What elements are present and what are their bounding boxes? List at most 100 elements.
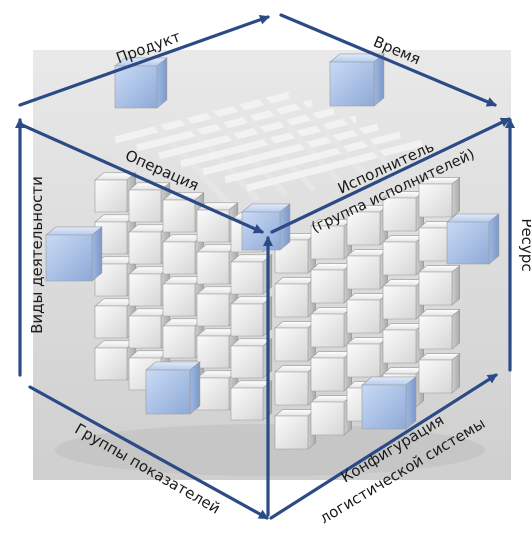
block-front	[128, 273, 162, 307]
block-side	[91, 226, 103, 282]
arrow-indicator-groups	[28, 385, 269, 520]
block-front	[230, 303, 264, 337]
grey-block	[274, 277, 317, 318]
cube-shadow	[55, 424, 485, 476]
grey-block	[230, 254, 273, 295]
block-front	[310, 357, 345, 392]
grey-block	[274, 409, 317, 450]
grey-block	[346, 249, 389, 290]
grey-block	[230, 338, 273, 379]
block-front	[310, 401, 345, 436]
label-activity-types: Виды деятельности	[28, 176, 46, 334]
cube-edge-arrows	[15, 13, 515, 520]
grey-block	[310, 395, 353, 436]
block-front	[382, 241, 417, 276]
block-side	[488, 213, 500, 265]
grey-block	[382, 279, 425, 320]
block-front	[196, 251, 230, 285]
block-front	[382, 285, 417, 320]
lattice-bar	[202, 123, 379, 176]
highlight-cube-left	[45, 226, 103, 282]
block-front	[145, 369, 191, 415]
block-side	[451, 265, 461, 306]
block-front	[310, 225, 345, 260]
grey-block	[274, 321, 317, 362]
block-front	[162, 325, 196, 359]
block-front	[162, 283, 196, 317]
highlight-cube-bottom-left	[145, 361, 201, 415]
grey-block	[230, 380, 273, 421]
highlight-cube-right	[446, 213, 500, 265]
lattice-bar	[114, 91, 291, 144]
top-lattice	[114, 85, 423, 208]
block-front	[274, 371, 309, 406]
block-side	[373, 53, 385, 107]
block-front	[418, 359, 453, 394]
block-front	[346, 255, 381, 290]
block-side	[156, 57, 168, 109]
block-front	[128, 315, 162, 349]
arrow-operation	[20, 123, 264, 234]
block-front	[361, 384, 407, 430]
block-front	[94, 305, 128, 339]
lattice-bar	[158, 107, 335, 160]
block-front	[94, 263, 128, 297]
block-side	[189, 361, 201, 415]
block-front	[382, 329, 417, 364]
grey-block	[310, 263, 353, 304]
block-front	[346, 299, 381, 334]
block-front	[274, 415, 309, 450]
block-front	[128, 231, 162, 265]
grey-block	[128, 224, 171, 265]
block-front	[274, 239, 309, 274]
lattice-bar	[287, 90, 373, 183]
block-front	[94, 347, 128, 381]
arrow-configuration	[269, 373, 498, 520]
block-front	[346, 343, 381, 378]
block-front	[196, 293, 230, 327]
lattice-bar	[246, 139, 423, 192]
block-side	[451, 177, 461, 218]
block-front	[114, 65, 158, 109]
block-front	[128, 189, 162, 223]
highlight-cube-bottom-right	[361, 376, 417, 430]
block-front	[196, 377, 230, 411]
block-front	[346, 211, 381, 246]
grey-block	[418, 265, 461, 306]
block-front	[274, 327, 309, 362]
block-front	[329, 61, 375, 107]
highlighted-cubes	[45, 53, 500, 430]
block-front	[196, 209, 230, 243]
block-front	[418, 183, 453, 218]
block-front	[310, 269, 345, 304]
grey-block	[230, 296, 273, 337]
block-front	[418, 315, 453, 350]
block-front	[274, 283, 309, 318]
block-front	[230, 261, 264, 295]
grey-block	[418, 353, 461, 394]
block-front	[196, 335, 230, 369]
highlight-cube-product	[114, 57, 168, 109]
grey-block	[310, 307, 353, 348]
grey-block	[274, 365, 317, 406]
label-resources: Ресурс	[518, 218, 531, 271]
grey-block	[346, 337, 389, 378]
grey-block	[418, 177, 461, 218]
arrow-time	[279, 13, 497, 107]
highlight-cube-time	[329, 53, 385, 107]
block-front	[162, 199, 196, 233]
block-front	[382, 197, 417, 232]
block-front	[310, 313, 345, 348]
block-side	[451, 309, 461, 350]
block-side	[405, 376, 417, 430]
grey-block	[382, 235, 425, 276]
arrow-product	[18, 14, 270, 107]
grey-block	[382, 323, 425, 364]
grey-block	[310, 351, 353, 392]
block-front	[230, 345, 264, 379]
grey-block	[346, 293, 389, 334]
block-front	[418, 271, 453, 306]
block-front	[230, 387, 264, 421]
block-side	[451, 353, 461, 394]
